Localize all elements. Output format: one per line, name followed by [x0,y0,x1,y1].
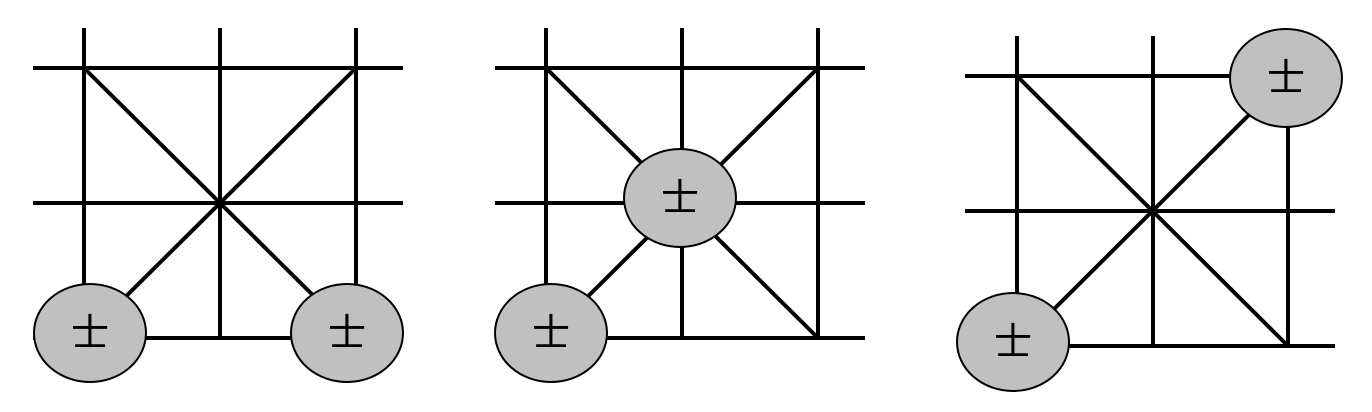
advisor-piece-top-right[interactable]: 士 [1229,28,1343,128]
diagonal-line-2 [1015,74,1290,348]
piece-body [1229,28,1343,128]
palace-panel-3: 士 士 [956,28,1343,392]
piece-symbol: 士 [1267,56,1305,100]
advisor-piece-bottom-left[interactable]: 士 [33,283,147,383]
diagonal-line-2 [82,66,358,340]
piece-body [290,283,404,383]
advisor-piece-bottom-left[interactable]: 士 [494,283,608,383]
palace-panel-1: 士 士 [33,28,404,383]
advisor-piece-bottom-left[interactable]: 士 [956,292,1070,392]
piece-body [494,283,608,383]
piece-symbol: 士 [71,311,109,355]
piece-symbol: 士 [532,311,570,355]
piece-symbol: 士 [661,176,699,220]
piece-body [33,283,147,383]
piece-symbol: 士 [328,311,366,355]
advisor-piece-bottom-right[interactable]: 士 [290,283,404,383]
piece-symbol: 士 [994,320,1032,364]
piece-body [956,292,1070,392]
piece-body [623,148,737,248]
palace-panel-2: 士 士 [494,28,865,383]
advisor-piece-center[interactable]: 士 [623,148,737,248]
